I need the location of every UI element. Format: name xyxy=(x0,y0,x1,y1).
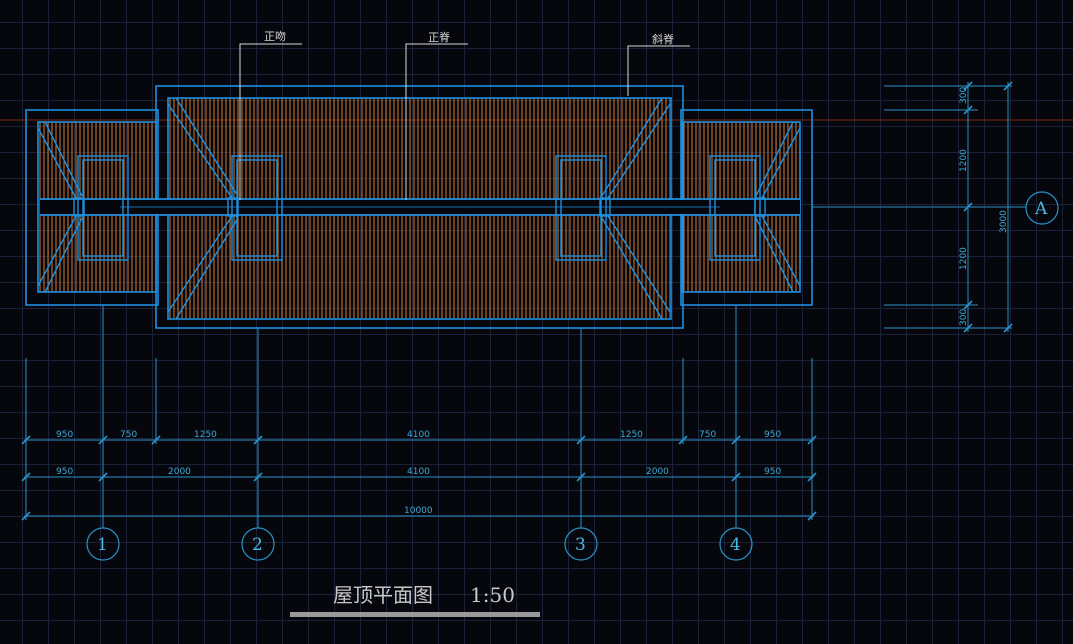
dim-total: 10000 xyxy=(404,506,433,516)
axis-label-2: 2 xyxy=(252,535,263,555)
ornament-3 xyxy=(555,155,607,261)
ridge-block-1 xyxy=(73,197,85,217)
dim-r2-4: 950 xyxy=(764,467,781,477)
drawing-scale: 1:50 xyxy=(470,583,515,607)
dim-r2-3: 2000 xyxy=(646,467,669,477)
dim-r1-6: 950 xyxy=(764,430,781,440)
hip-ridge-left-t xyxy=(37,121,83,199)
axis-label-4: 4 xyxy=(730,535,741,555)
dim-r1-1: 750 xyxy=(120,430,137,440)
dimension-tick xyxy=(678,435,688,445)
dimension-tick xyxy=(98,435,108,445)
vertical-dimension-lines xyxy=(884,82,1012,332)
hip-ridge-right-b xyxy=(755,215,801,293)
hip-ridges xyxy=(37,97,801,320)
dim-r2-0: 950 xyxy=(56,467,73,477)
ornament-2-inner xyxy=(236,159,278,257)
hip-ridge-left-b xyxy=(37,215,83,293)
dimension-tick xyxy=(253,435,263,445)
ridge-block-4 xyxy=(754,197,766,217)
dimension-tick xyxy=(807,435,817,445)
hip-ridge-main-tl xyxy=(167,97,239,199)
dimension-tick xyxy=(253,472,263,482)
dim-r1-0: 950 xyxy=(56,430,73,440)
dimension-tick xyxy=(151,435,161,445)
axis-lines xyxy=(102,206,1026,528)
axis-label-a: A xyxy=(1034,199,1048,219)
ridge-block-2 xyxy=(227,197,239,217)
hip-ridge-right-t xyxy=(755,121,801,199)
axis-label-3: 3 xyxy=(575,535,586,555)
vertical-dimension-ticks xyxy=(963,81,1013,333)
dim-r2-1: 2000 xyxy=(168,467,191,477)
dim-v-2: 1200 xyxy=(959,247,969,270)
axis-label-1: 1 xyxy=(97,535,108,555)
main-ridge-lines xyxy=(40,198,800,216)
dim-v-total: 3000 xyxy=(999,210,1009,233)
dim-r1-5: 750 xyxy=(699,430,716,440)
dim-r1-4: 1250 xyxy=(620,430,643,440)
dimension-tick xyxy=(21,511,31,521)
ornament-4 xyxy=(709,155,761,261)
axis-bubbles xyxy=(86,191,1059,561)
ornament-1 xyxy=(77,155,129,261)
drawing-title: 屋顶平面图 xyxy=(333,583,433,607)
dim-v-3: 300 xyxy=(959,309,969,326)
ridge-block-3 xyxy=(599,197,611,217)
label-hip-ridge: 斜脊 xyxy=(652,32,674,46)
hip-ridge-main-br xyxy=(601,215,671,320)
ornament-1-inner xyxy=(82,159,124,257)
dimension-tick xyxy=(21,435,31,445)
ornament-3-inner xyxy=(560,159,602,257)
ridge-ornaments xyxy=(73,155,766,261)
dimension-tick xyxy=(731,435,741,445)
dim-r2-2: 4100 xyxy=(407,467,430,477)
dimension-ticks xyxy=(21,435,817,521)
dimension-tick xyxy=(98,472,108,482)
dimension-tick xyxy=(576,472,586,482)
dim-r1-3: 4100 xyxy=(407,430,430,440)
dimension-tick xyxy=(21,472,31,482)
title-underline xyxy=(290,612,540,617)
dimension-tick xyxy=(576,435,586,445)
hip-ridge-main-bl xyxy=(167,215,239,320)
hip-ridge-main-tr xyxy=(601,97,671,199)
label-main-ridge: 正脊 xyxy=(428,30,450,44)
dimension-tick xyxy=(807,472,817,482)
ornament-2 xyxy=(231,155,283,261)
dim-v-0: 300 xyxy=(959,87,969,104)
leader-lines xyxy=(239,43,690,200)
dimension-tick xyxy=(731,472,741,482)
dimension-tick xyxy=(807,511,817,521)
dim-r1-2: 1250 xyxy=(194,430,217,440)
label-ridge-end: 正吻 xyxy=(264,30,286,43)
dim-v-1: 1200 xyxy=(959,149,969,172)
